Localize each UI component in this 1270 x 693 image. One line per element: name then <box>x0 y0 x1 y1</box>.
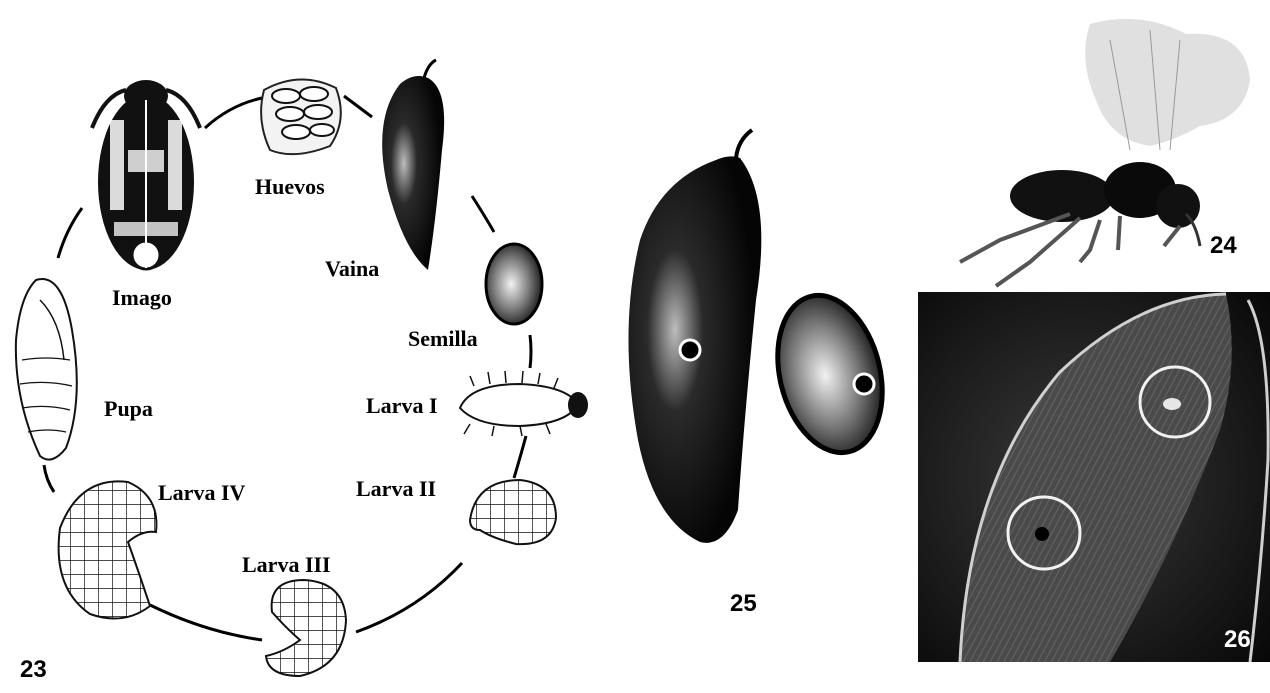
figure-number-25: 25 <box>730 590 757 618</box>
seed-with-exit-hole <box>762 284 898 463</box>
label-larva-1: Larva I <box>366 393 438 419</box>
larva-4-drawing <box>59 481 157 618</box>
label-larva-2: Larva II <box>356 476 436 502</box>
label-vaina: Vaina <box>325 256 379 282</box>
label-huevos: Huevos <box>255 174 325 200</box>
label-larva-4: Larva IV <box>158 480 245 506</box>
cycle-arc <box>472 196 494 232</box>
pupa-drawing <box>16 279 77 460</box>
imago-beetle-drawing <box>92 80 200 270</box>
cycle-arc <box>356 563 462 632</box>
cycle-arc <box>44 465 54 492</box>
figure-number-24: 24 <box>1210 232 1237 260</box>
eggs-drawing <box>261 79 341 154</box>
pod-with-exit-hole <box>628 130 761 543</box>
cycle-arc <box>205 98 262 128</box>
cycle-arc <box>530 335 531 368</box>
cycle-arc <box>514 436 526 478</box>
exit-hole <box>680 340 700 360</box>
pod-drawing <box>382 60 444 270</box>
larva-3-drawing <box>266 580 346 676</box>
cycle-arc <box>58 208 82 258</box>
figure-number-26: 26 <box>1224 626 1251 654</box>
cycle-arc <box>344 96 372 117</box>
figure-number-23: 23 <box>20 656 47 684</box>
label-semilla: Semilla <box>408 326 478 352</box>
seed-drawing <box>486 244 542 324</box>
label-imago: Imago <box>112 285 172 311</box>
larva-1-drawing <box>460 371 588 436</box>
cycle-arc <box>150 605 262 640</box>
seed-surface-micrograph <box>918 292 1270 662</box>
parasitoid-wasp-photo <box>960 19 1250 286</box>
exit-hole <box>854 374 874 394</box>
larva-2-drawing <box>470 480 556 544</box>
label-pupa: Pupa <box>104 396 153 422</box>
label-larva-3: Larva III <box>242 552 331 578</box>
